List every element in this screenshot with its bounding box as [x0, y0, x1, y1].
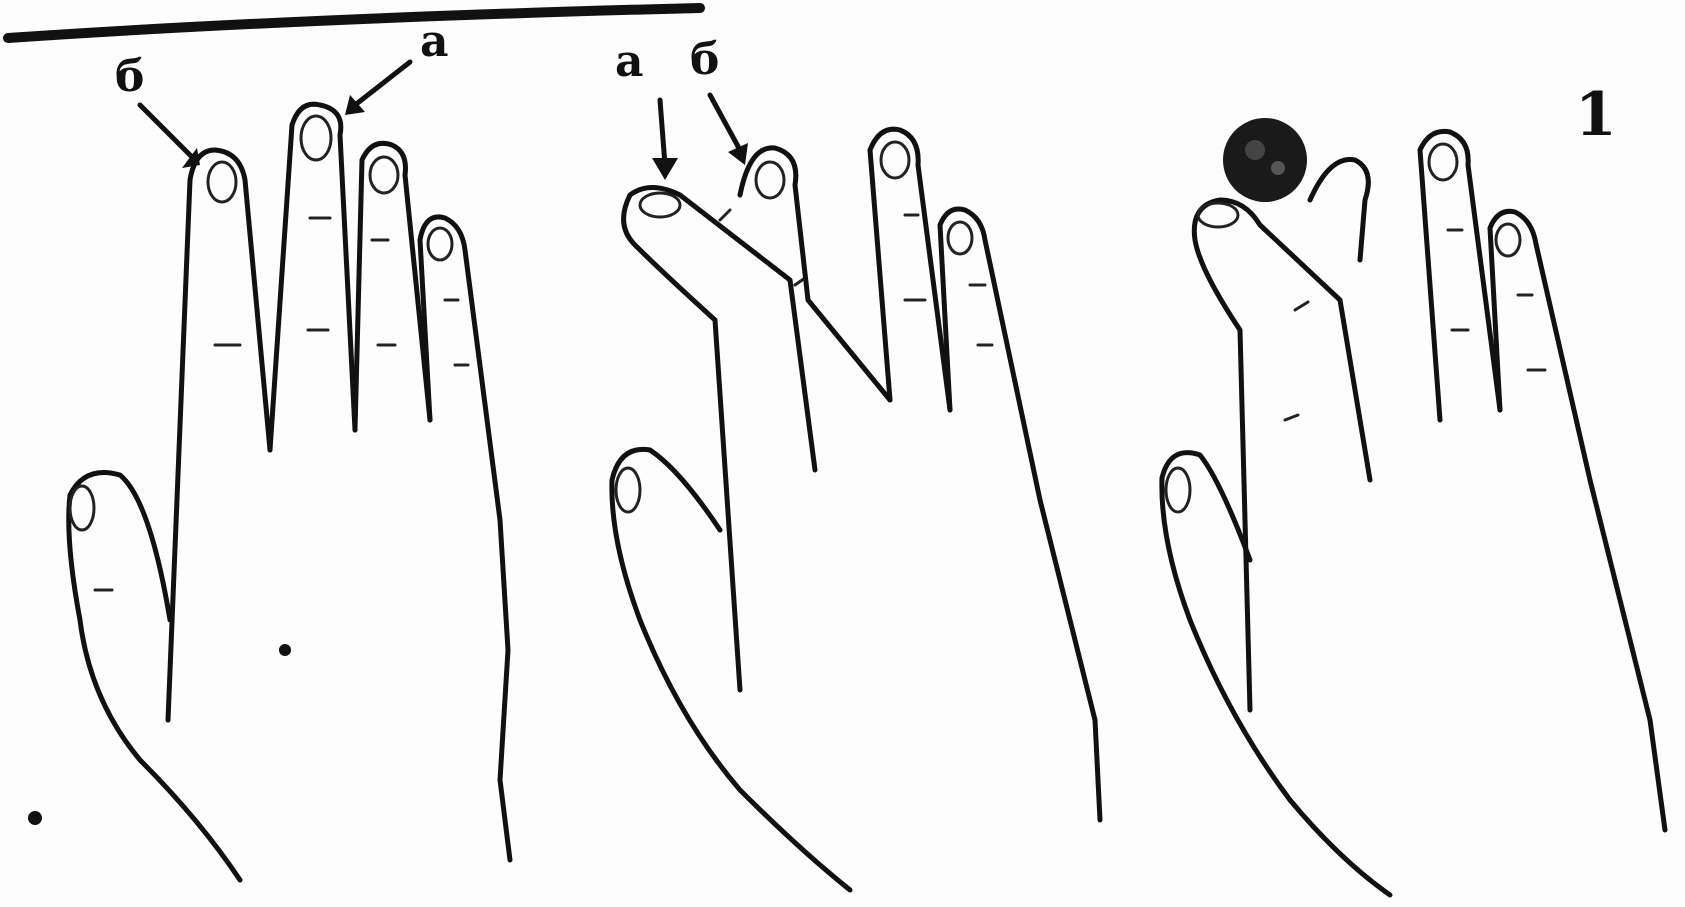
hand-panel-2: [612, 95, 1100, 890]
coin-icon: [1223, 118, 1307, 202]
hand-panel-3: [1162, 118, 1665, 895]
hand-panel-1: [28, 62, 510, 880]
panel1-label-a: а: [420, 20, 449, 64]
panel2-label-a: а: [615, 40, 644, 84]
panel1-label-b: б: [115, 55, 144, 99]
panel2-label-b: б: [690, 38, 719, 82]
top-edge-line: [8, 8, 700, 38]
figure-number: 1: [1575, 85, 1617, 145]
